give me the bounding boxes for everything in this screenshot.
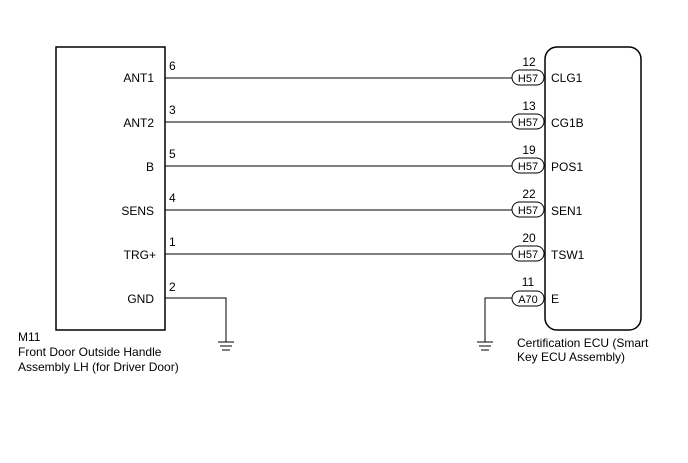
wire-4: SENS 4 22 H57 SEN1 <box>121 187 582 218</box>
right-component-box <box>544 46 642 331</box>
wire-2: ANT2 3 13 H57 CG1B <box>123 99 583 130</box>
left-ground-pin-number: 2 <box>169 280 176 294</box>
left-component-name-line1: Front Door Outside Handle <box>18 345 162 359</box>
connector-badge <box>511 245 545 262</box>
left-pin-number: 4 <box>169 191 176 205</box>
connector-code: H57 <box>518 249 538 261</box>
left-pin-number: 1 <box>169 235 176 249</box>
left-pin-label: B <box>146 160 154 174</box>
left-component-box <box>55 46 166 331</box>
right-ground-wire <box>484 297 512 342</box>
connector-badge <box>511 69 545 86</box>
left-ground: GND 2 <box>127 280 234 351</box>
left-ground-label: GND <box>127 292 154 306</box>
left-pin-number: 5 <box>169 147 176 161</box>
ground-icon <box>477 341 493 351</box>
left-component-code: M11 <box>18 330 41 344</box>
connector-badge <box>511 157 545 174</box>
right-ground-pin-number: 11 <box>522 275 535 289</box>
right-ground: 11 A70 E <box>477 275 559 351</box>
connector-badge <box>511 201 545 218</box>
wire-5: TRG+ 1 20 H57 TSW1 <box>124 231 585 262</box>
connector-code: H57 <box>518 117 538 129</box>
right-pin-label: SEN1 <box>551 204 583 218</box>
right-pin-number: 19 <box>522 143 536 157</box>
ground-icon <box>218 341 234 351</box>
connector-code: H57 <box>518 205 538 217</box>
left-pin-label: SENS <box>121 204 154 218</box>
right-pin-number: 12 <box>522 55 536 69</box>
wire-1: ANT1 6 12 H57 CLG1 <box>123 55 583 86</box>
right-pin-label: POS1 <box>551 160 583 174</box>
left-pin-label: ANT1 <box>123 71 154 85</box>
connector-badge <box>511 113 545 130</box>
connector-code: A70 <box>518 294 538 306</box>
left-pin-label: ANT2 <box>123 116 154 130</box>
right-pin-number: 13 <box>522 99 536 113</box>
left-ground-wire <box>165 297 227 342</box>
left-pin-label: TRG+ <box>124 248 156 262</box>
connector-code: H57 <box>518 161 538 173</box>
right-ground-label: E <box>551 292 559 306</box>
left-component-name-line2: Assembly LH (for Driver Door) <box>18 360 179 374</box>
right-component-name-line2: Key ECU Assembly) <box>517 350 625 364</box>
left-pin-number: 6 <box>169 59 176 73</box>
right-pin-label: CG1B <box>551 116 584 130</box>
right-component-name-line1: Certification ECU (Smart <box>517 336 649 350</box>
connector-code: H57 <box>518 73 538 85</box>
wire-3: B 5 19 H57 POS1 <box>146 143 583 174</box>
right-pin-number: 20 <box>522 231 536 245</box>
right-pin-number: 22 <box>522 187 536 201</box>
right-pin-label: TSW1 <box>551 248 585 262</box>
left-pin-number: 3 <box>169 103 176 117</box>
right-pin-label: CLG1 <box>551 71 583 85</box>
